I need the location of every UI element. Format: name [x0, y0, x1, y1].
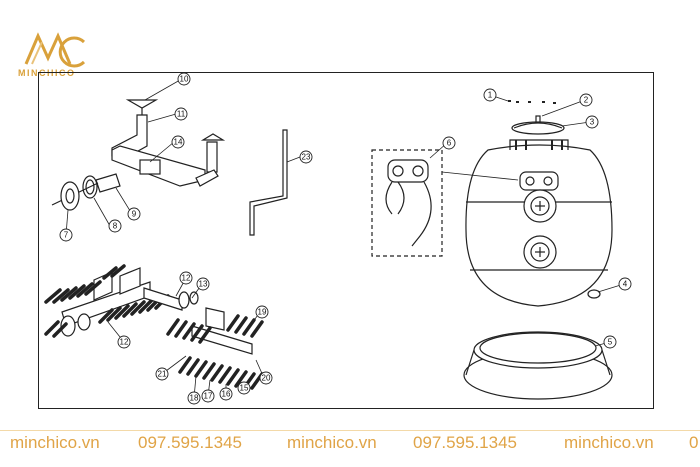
callout-5	[603, 335, 617, 349]
callout-label: 9	[132, 210, 137, 219]
footer-website: minchico.vn	[564, 433, 654, 452]
callout-6	[442, 136, 456, 150]
brand-logo	[18, 28, 90, 76]
callout-8	[108, 219, 122, 233]
callout-9	[127, 207, 141, 221]
callout-label: 5	[608, 338, 613, 347]
callout-label: 4	[623, 280, 628, 289]
part-23-rod	[249, 129, 288, 236]
callout-20	[259, 371, 273, 385]
footer-contact-strip: minchico.vn 097.595.1345 minchico.vn 097…	[0, 430, 700, 455]
callout-label: 10	[180, 75, 189, 84]
callout-12a	[179, 271, 193, 285]
callout-3	[585, 115, 599, 129]
callout-12b	[117, 335, 131, 349]
brand-name: MINCHICO	[18, 68, 76, 78]
footer-phone: 097.595.1345	[138, 433, 242, 452]
callout-1	[483, 88, 497, 102]
callout-13	[196, 277, 210, 291]
footer-website: minchico.vn	[10, 433, 100, 452]
callout-19	[255, 305, 269, 319]
lateral-assembly-right	[143, 287, 264, 390]
callout-label: 15	[240, 384, 249, 393]
callout-4	[618, 277, 632, 291]
callout-label: 20	[262, 374, 271, 383]
callout-label: 12	[120, 338, 129, 347]
callout-label: 7	[64, 231, 69, 240]
callout-17	[201, 389, 215, 403]
footer-phone: 097.595.1345	[413, 433, 517, 452]
callout-10	[177, 72, 191, 86]
callout-23	[299, 150, 313, 164]
base-ring	[463, 331, 613, 400]
detail-box-6	[371, 149, 443, 257]
callout-label: 1	[488, 91, 493, 100]
callout-label: 8	[113, 222, 118, 231]
filter-tank	[465, 100, 613, 307]
callout-14	[171, 135, 185, 149]
footer-phone: 0	[689, 433, 699, 452]
callout-16	[219, 387, 233, 401]
callout-label: 17	[204, 392, 213, 401]
callout-label: 6	[447, 139, 452, 148]
callout-15	[237, 381, 251, 395]
callout-label: 12	[182, 274, 191, 283]
callout-label: 13	[199, 280, 208, 289]
callout-label: 19	[258, 308, 267, 317]
callout-label: 16	[222, 390, 231, 399]
callout-label: 14	[174, 138, 183, 147]
callout-7	[59, 228, 73, 242]
callout-18	[187, 391, 201, 405]
callout-label: 2	[584, 96, 589, 105]
lateral-assembly-left	[44, 264, 170, 338]
callout-label: 18	[190, 394, 199, 403]
callout-label: 23	[302, 153, 311, 162]
logo-mark-icon	[24, 32, 86, 68]
callout-21	[155, 367, 169, 381]
callout-2	[579, 93, 593, 107]
callout-11	[174, 107, 188, 121]
callout-label: 21	[158, 370, 167, 379]
diagram-frame	[38, 72, 654, 409]
callout-label: 3	[590, 118, 595, 127]
inlet-pipe-assembly	[51, 99, 226, 211]
callout-label: 11	[177, 110, 186, 119]
footer-website: minchico.vn	[287, 433, 377, 452]
